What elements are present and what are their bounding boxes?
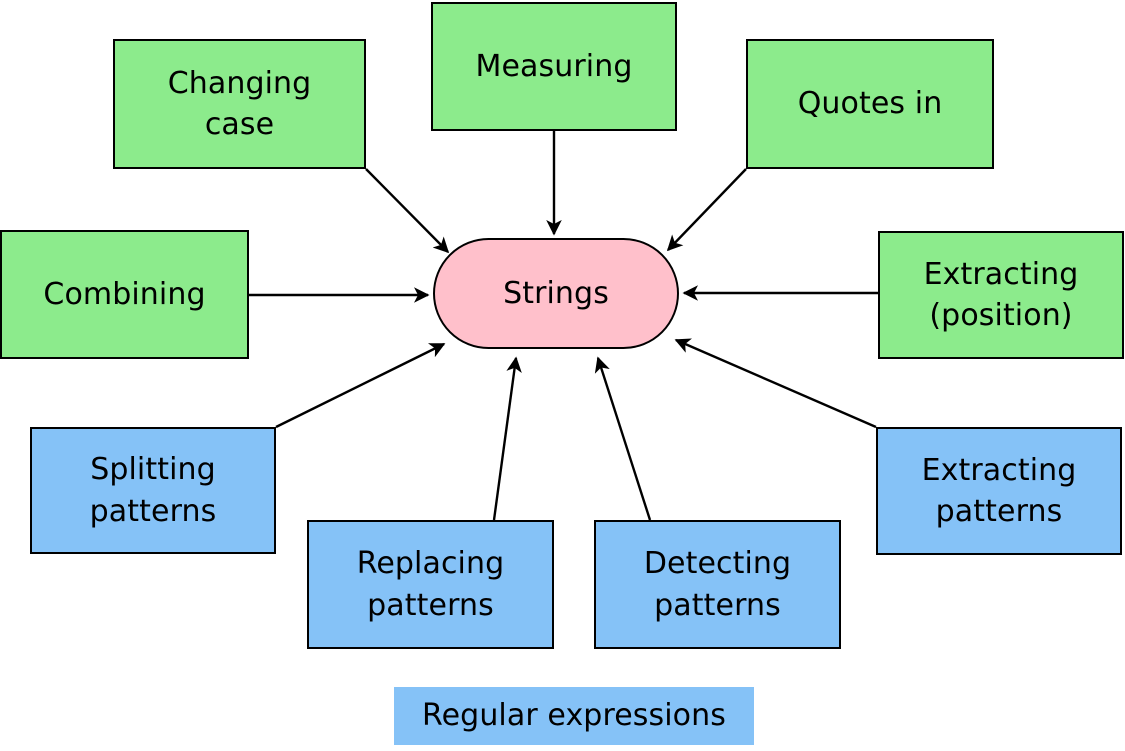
edge-replacing-patterns-to-center bbox=[492, 356, 522, 521]
node-replacing-patterns[interactable]: Replacing patterns bbox=[307, 520, 554, 649]
node-extracting-patterns[interactable]: Extracting patterns bbox=[876, 427, 1122, 555]
node-detecting-patterns[interactable]: Detecting patterns bbox=[594, 520, 841, 649]
edge-detecting-patterns-to-center bbox=[594, 356, 652, 521]
node-regular-expressions[interactable]: Regular expressions bbox=[394, 687, 754, 745]
edge-quotes-in-to-center bbox=[666, 168, 747, 252]
node-splitting-patterns[interactable]: Splitting patterns bbox=[30, 427, 276, 554]
node-strings[interactable]: Strings bbox=[433, 238, 679, 349]
edge-changing-case-to-center bbox=[365, 168, 450, 254]
node-quotes-in[interactable]: Quotes in bbox=[746, 39, 994, 169]
node-extracting-position[interactable]: Extracting (position) bbox=[878, 231, 1124, 359]
edge-splitting-patterns-to-center bbox=[275, 342, 446, 429]
node-combining[interactable]: Combining bbox=[0, 230, 249, 359]
node-measuring[interactable]: Measuring bbox=[431, 2, 677, 131]
node-changing-case[interactable]: Changing case bbox=[113, 39, 366, 169]
edge-extracting-patterns-to-center bbox=[674, 338, 877, 429]
